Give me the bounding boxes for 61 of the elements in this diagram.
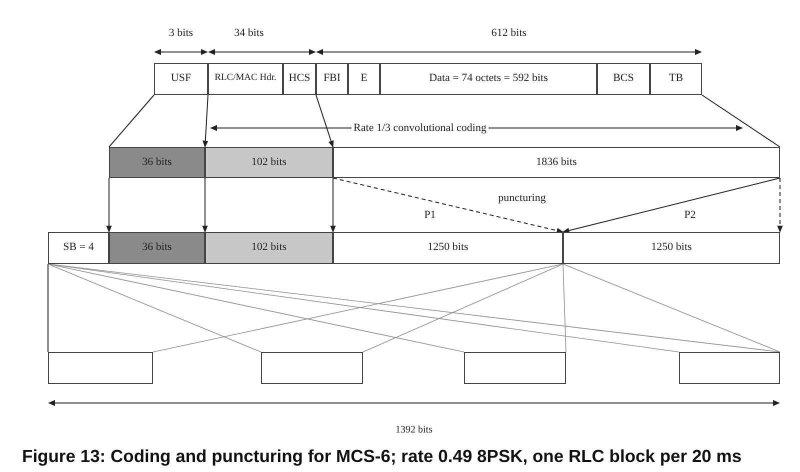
field-box — [380, 63, 597, 95]
figure-caption: Figure 13: Coding and puncturing for MCS-6; rate 0.49 8PSK, one RLC block per 20 ms — [22, 446, 742, 467]
field-box — [208, 63, 283, 95]
dimension-label: 34 bits — [232, 27, 266, 39]
arrow — [330, 178, 336, 233]
field-box — [597, 63, 650, 95]
connector-line — [562, 264, 780, 352]
field-label: 102 bits — [251, 156, 287, 168]
field-label: 1250 bits — [428, 242, 468, 254]
field-box — [205, 232, 333, 264]
field-label: TB — [668, 73, 684, 85]
burst-box — [261, 352, 363, 384]
burst-box — [679, 352, 780, 384]
field-box — [205, 147, 333, 178]
field-label: E — [360, 73, 368, 85]
field-label: BCS — [613, 73, 634, 85]
arrow — [106, 178, 112, 233]
field-box — [333, 232, 563, 264]
field-label: Data = 74 octets = 592 bits — [429, 73, 548, 85]
arrow — [777, 178, 783, 233]
connector-line — [152, 264, 564, 352]
edge-label: P2 — [682, 209, 698, 221]
field-label: 36 bits — [142, 242, 172, 254]
field-box — [316, 63, 348, 95]
connector-line — [702, 94, 780, 148]
burst-box — [48, 352, 153, 384]
arrow — [316, 94, 334, 148]
dimension-label: 612 bits — [489, 27, 529, 39]
field-label: SB = 4 — [63, 242, 94, 254]
field-label: 36 bits — [142, 156, 172, 168]
field-box — [109, 147, 205, 178]
dimension-label: Rate 1/3 convolutional coding — [352, 122, 488, 134]
note: puncturing — [496, 192, 548, 204]
arrow — [202, 178, 208, 233]
field-label: HCS — [288, 73, 310, 85]
field-label: 1250 bits — [651, 242, 692, 254]
arrow — [332, 178, 564, 234]
field-box — [348, 63, 380, 95]
connector-line — [48, 264, 262, 352]
connector-line — [108, 94, 154, 148]
field-box — [563, 232, 780, 264]
connector-line — [48, 264, 464, 352]
field-box — [109, 232, 205, 264]
dimension-label: 1392 bits — [394, 424, 434, 436]
connector-line — [362, 264, 564, 352]
dimension-label: 3 bits — [166, 27, 196, 39]
field-label: RLC/MAC Hdr. — [214, 74, 276, 84]
field-box — [650, 63, 702, 95]
connector-line — [562, 264, 566, 352]
field-label: USF — [170, 73, 192, 85]
edge-label: P1 — [422, 209, 438, 221]
burst-box — [464, 352, 566, 384]
field-label: 102 bits — [251, 242, 287, 254]
field-box — [48, 232, 109, 264]
arrow — [562, 178, 780, 234]
field-box — [283, 63, 316, 95]
field-label: FBI — [323, 73, 341, 85]
field-label: 1836 bits — [536, 156, 577, 168]
field-box — [333, 147, 780, 178]
arrow — [202, 94, 208, 148]
field-box — [154, 63, 208, 95]
